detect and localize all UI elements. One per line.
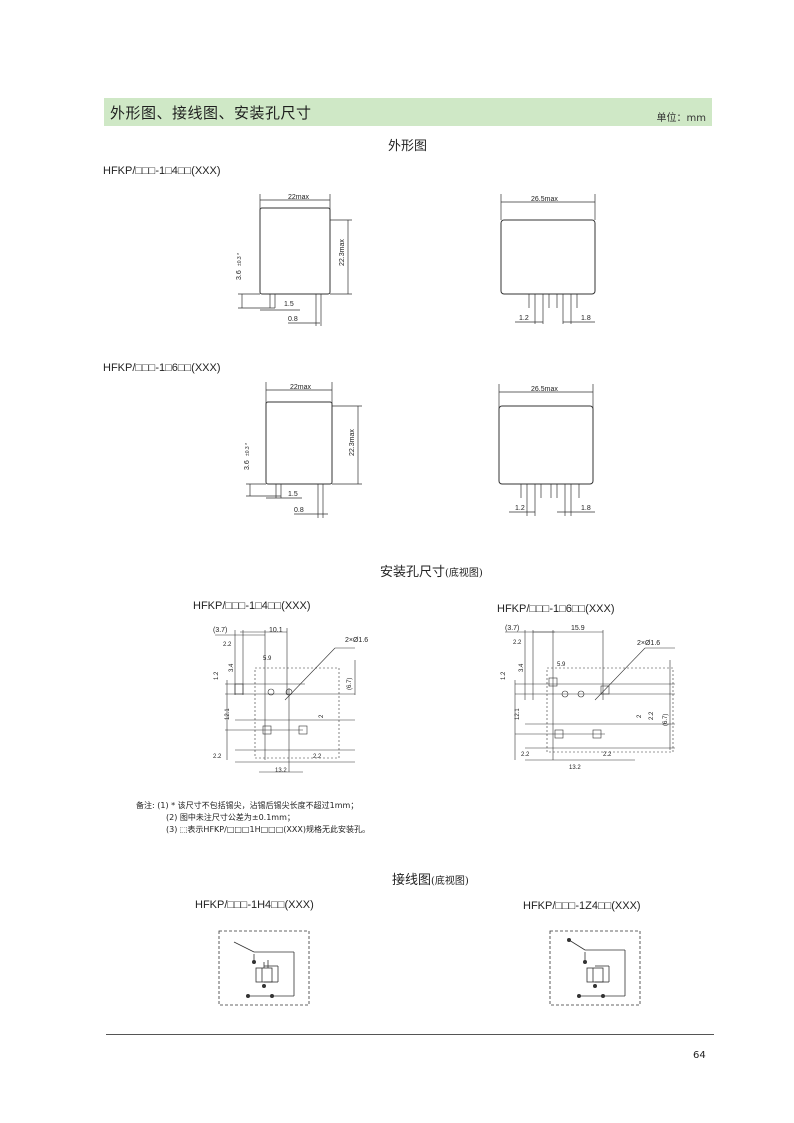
dim-pin-tol: ±0.3 * bbox=[237, 253, 243, 266]
dim-2-2-left: 2.2 bbox=[521, 752, 530, 758]
dim-holes: 2×Ø1.6 bbox=[637, 640, 660, 647]
dim-pin-height: 3.6 bbox=[236, 270, 243, 280]
dim-holes: 2×Ø1.6 bbox=[345, 637, 368, 644]
terminal-dot bbox=[262, 984, 266, 988]
dim-15-9: 15.9 bbox=[571, 625, 585, 632]
outline-side-view-6pin: 22max 22.3max 3.6 ±0.3 * 1.5 0.8 bbox=[244, 382, 362, 518]
dim-5-9: 5.9 bbox=[263, 656, 272, 662]
notes-label: 备注: bbox=[136, 801, 155, 810]
dim-pin-gap: 1.5 bbox=[284, 301, 294, 308]
dim-13-2: 13.2 bbox=[275, 768, 287, 774]
notes-block: 备注: (1) * 该尺寸不包括锡尖，沾锡后锡尖长度不超过1mm； (2) 图中… bbox=[136, 800, 370, 836]
dim-2-2-right: 2.2 bbox=[313, 754, 322, 760]
dim-2-2-v: 2.2 bbox=[649, 711, 655, 720]
dim-13-2: 13.2 bbox=[569, 765, 581, 770]
dim-pin-tol: ±0.3 * bbox=[245, 443, 251, 456]
note-1-text: (1) * 该尺寸不包括锡尖，沾锡后锡尖长度不超过1mm； bbox=[157, 801, 359, 810]
wiring-heading-text: 接线图 bbox=[392, 873, 432, 888]
dim-5-9: 5.9 bbox=[557, 662, 566, 668]
outline-model-4: HFKP/□□□-1□4□□(XXX) bbox=[103, 165, 221, 177]
dim-width-22: 22max bbox=[288, 194, 310, 201]
note-1: 备注: (1) * 该尺寸不包括锡尖，沾锡后锡尖长度不超过1mm； bbox=[136, 800, 370, 812]
dim-width-26: 26.5max bbox=[531, 386, 558, 393]
mounting-model-4: HFKP/□□□-1□4□□(XXX) bbox=[193, 600, 311, 612]
footer-divider bbox=[106, 1034, 714, 1035]
dim-12-1: 12.1 bbox=[225, 708, 231, 720]
wiring-diagram-z bbox=[549, 930, 641, 1006]
dim-pin-gap: 1.5 bbox=[288, 491, 298, 498]
dim-3-4: 3.4 bbox=[229, 663, 235, 672]
dim-pitch-a: 1.2 bbox=[519, 315, 529, 322]
section-header-bar: 外形图、接线图、安装孔尺寸 单位：mm bbox=[104, 98, 712, 126]
mounting-heading-note: (底视图) bbox=[445, 568, 483, 579]
dim-2-2-right: 2.2 bbox=[603, 752, 612, 758]
mounting-heading-text: 安装孔尺寸 bbox=[380, 565, 446, 580]
dim-pin-width: 0.8 bbox=[294, 507, 304, 514]
dim-3-7: (3.7) bbox=[505, 625, 519, 632]
dim-2-2-top: 2.2 bbox=[513, 640, 522, 646]
outline-side-view-4pin: 22max 22.3max 3.6 ±0.3 * 1.5 0.8 bbox=[236, 194, 352, 326]
dim-width-26: 26.5max bbox=[531, 196, 558, 203]
terminal-dot bbox=[583, 960, 587, 964]
dim-2: 2 bbox=[319, 714, 325, 718]
dim-pin-height: 3.6 bbox=[244, 460, 251, 470]
outline-heading: 外形图 bbox=[388, 139, 428, 154]
dim-width-22: 22max bbox=[290, 384, 312, 391]
dim-height: 22.3max bbox=[339, 239, 346, 266]
page-number: 64 bbox=[693, 1050, 706, 1061]
dim-6-7: (6.7) bbox=[663, 714, 669, 726]
mounting-hole-drawing-6pin: (3.7) 15.9 2×Ø1.6 2.2 5.9 1.2 3.4 2 2.2 … bbox=[501, 625, 675, 770]
outline-model-6: HFKP/□□□-1□6□□(XXX) bbox=[103, 362, 221, 374]
dim-3-4: 3.4 bbox=[519, 663, 525, 672]
dim-6-7: (6.7) bbox=[347, 678, 353, 690]
dim-1-2: 1.2 bbox=[501, 671, 507, 680]
outline-front-view-4pin: 26.5max 1.2 1.8 bbox=[500, 194, 596, 324]
dim-pitch-a: 1.2 bbox=[515, 505, 525, 512]
outline-front-view-6pin: 26.5max 1.2 1.8 bbox=[498, 384, 595, 516]
terminal-dot bbox=[252, 960, 256, 964]
terminal-dot bbox=[567, 938, 571, 942]
dim-height: 22.3max bbox=[349, 429, 356, 456]
terminal-dot bbox=[593, 984, 597, 988]
dim-pitch-b: 1.8 bbox=[581, 315, 591, 322]
wiring-diagram-h bbox=[218, 930, 310, 1006]
note-2: (2) 图中未注尺寸公差为±0.1mm； bbox=[166, 813, 295, 822]
wiring-heading: 接线图(底视图) bbox=[392, 869, 469, 888]
section-header-title: 外形图、接线图、安装孔尺寸 bbox=[110, 104, 312, 122]
terminal-dot bbox=[270, 994, 274, 998]
dim-1-2: 1.2 bbox=[214, 671, 220, 680]
dim-10-1: 10.1 bbox=[269, 627, 283, 634]
terminal-dot bbox=[246, 994, 250, 998]
terminal-dot bbox=[601, 994, 605, 998]
dim-pitch-b: 1.8 bbox=[581, 505, 591, 512]
unit-label: 单位：mm bbox=[656, 113, 706, 124]
wiring-heading-note: (底视图) bbox=[431, 876, 469, 887]
dim-2-2-left: 2.2 bbox=[213, 754, 222, 760]
dim-2-2-top: 2.2 bbox=[223, 642, 232, 648]
note-3: (3) ⬚表示HFKP/□□□1H□□□(XXX)规格无此安装孔。 bbox=[166, 825, 370, 834]
terminal-dot bbox=[577, 994, 581, 998]
dim-3-7: (3.7) bbox=[213, 627, 227, 634]
mounting-hole-drawing-4pin: (3.7) 10.1 2×Ø1.6 2.2 5.9 1.2 3.4 (6.7) … bbox=[213, 627, 368, 774]
dim-2: 2 bbox=[637, 714, 643, 718]
mounting-model-6: HFKP/□□□-1□6□□(XXX) bbox=[497, 603, 615, 615]
dim-pin-width: 0.8 bbox=[288, 316, 298, 323]
mounting-heading: 安装孔尺寸(底视图) bbox=[380, 561, 483, 580]
dim-12-1: 12.1 bbox=[515, 708, 521, 720]
wiring-model-h: HFKP/□□□-1H4□□(XXX) bbox=[195, 899, 314, 911]
wiring-model-z: HFKP/□□□-1Z4□□(XXX) bbox=[523, 900, 641, 912]
